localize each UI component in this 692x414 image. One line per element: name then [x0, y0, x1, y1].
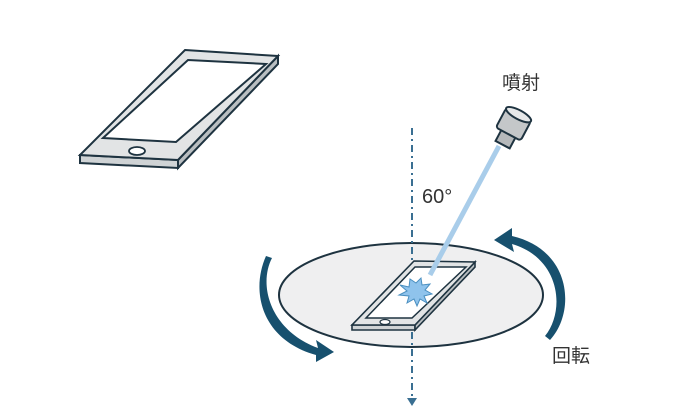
- rotation-label: 回転: [552, 345, 591, 367]
- nozzle-icon: [494, 105, 533, 150]
- home-button-icon: [128, 146, 146, 156]
- axis-arrowhead-icon: [407, 398, 417, 406]
- angle-label: 60°: [422, 186, 453, 208]
- rotation-arrow-right-icon: [494, 228, 566, 340]
- spray-beam: [427, 144, 502, 277]
- splash-icon: [397, 276, 434, 308]
- spray-label: 噴射: [502, 72, 541, 94]
- rotation-arrow-left-icon: [259, 256, 334, 362]
- smartphone-illustration: [77, 48, 281, 171]
